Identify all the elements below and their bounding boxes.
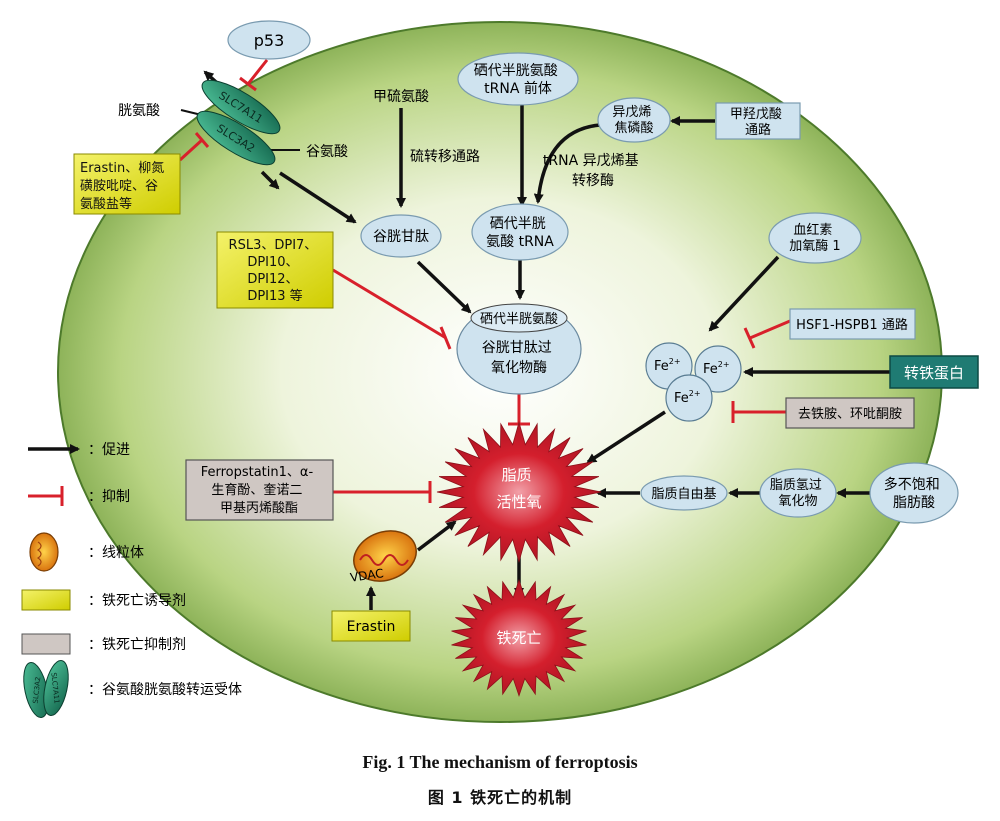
ferrostatin-inhibitor-box <box>185 459 334 521</box>
ho1-node <box>768 212 862 264</box>
gpx4-sec-label: 硒代半胱氨酸 <box>480 312 558 327</box>
legend-transporter-icon: SLC3A2 SLC7A11 <box>23 660 69 718</box>
arrow-mito-ros <box>416 520 457 552</box>
legend-inhibitor-label: ：铁死亡抑制剂 <box>88 637 186 653</box>
arrow-ho1-fe <box>708 255 780 332</box>
mevalonate-box <box>715 102 801 140</box>
inhibit-p53-transporter <box>246 59 269 85</box>
legend-inducer-swatch <box>21 589 71 611</box>
sec-trna-precursor-text: 硒代半胱氨酸 tRNA 前体 <box>474 63 562 97</box>
inhibit-hsf1-fe <box>749 319 791 340</box>
glutamate-label: 谷氨酸 <box>306 144 348 160</box>
mitochondrion <box>353 530 417 582</box>
lipid-peroxide-text: 脂质氢过 氧化物 <box>770 478 826 509</box>
transferrin-box <box>889 355 979 389</box>
trna-transferase-text: tRNA 异戊烯基 转移酶 <box>543 152 643 189</box>
transferrin-label: 转铁蛋白 <box>904 364 964 382</box>
gsh-label: 谷胱甘肽 <box>373 229 429 245</box>
hsf1-box <box>789 308 916 340</box>
lipid-ros-star <box>436 420 602 564</box>
legend-inhibitor-swatch <box>21 633 71 655</box>
pufa-text: 多不饱和 脂肪酸 <box>884 476 944 511</box>
vdac-label: VDAC <box>349 566 384 585</box>
erastin-bottom-inducer-box <box>331 610 411 642</box>
fe-ion-2: Fe2+ <box>703 360 730 377</box>
erastin-bottom-label: Erastin <box>347 619 396 635</box>
hsf1-label: HSF1-HSPB1 通路 <box>796 317 908 333</box>
cystine-label: 胱氨酸 <box>118 103 160 119</box>
legend-inducer-label: ：铁死亡诱导剂 <box>88 593 186 609</box>
svg-text:SLC3A2: SLC3A2 <box>32 676 43 704</box>
inhibit-rsl3-gpx4 <box>332 268 447 340</box>
caption-chinese: 图 1 铁死亡的机制 <box>427 788 573 807</box>
lipid-peroxide-node <box>759 468 837 518</box>
transsulfuration-label: 硫转移通路 <box>410 149 480 165</box>
dfo-label: 去铁胺、环吡酮胺 <box>798 407 902 422</box>
pufa-node <box>869 462 959 524</box>
legend: ：促进 ：抑制 ：线粒体 ：铁死亡诱导剂 ：铁死亡抑制剂 SLC3A2 SLC7… <box>21 442 242 718</box>
gpx4-text: 谷胱甘肽过 氧化物酶 <box>482 340 556 376</box>
sec-trna-text: 硒代半胱 氨酸 tRNA <box>486 216 554 250</box>
mevalonate-text: 甲羟戊酸 通路 <box>730 107 786 138</box>
ipp-text: 异戊烯 焦磷酸 <box>612 105 655 136</box>
p53-node <box>227 20 311 60</box>
caption-english: Fig. 1 The mechanism of ferroptosis <box>362 752 638 772</box>
legend-mito-label: ：线粒体 <box>88 545 144 561</box>
p53-label: p53 <box>254 31 285 50</box>
methionine-label: 甲硫氨酸 <box>373 89 429 105</box>
arrow-transporter-gsh <box>279 171 357 224</box>
arrow-gsh-gpx4 <box>416 260 472 314</box>
ferroptosis-label: 铁死亡 <box>496 629 541 647</box>
gsh-node <box>360 214 442 258</box>
ipp-node <box>597 97 671 143</box>
dfo-inhibitor-box <box>785 397 915 429</box>
legend-mito-icon <box>29 532 59 572</box>
ferrostatin-inhibitor-text: Ferropstatin1、α- 生育酚、奎诺二 甲基丙烯酸酯 <box>201 465 318 516</box>
erastin-inducer-text: Erastin、柳氮 磺胺吡啶、谷 氨酸盐等 <box>80 161 168 212</box>
erastin-inducer-box <box>73 153 181 215</box>
sec-sub-node <box>470 303 568 333</box>
arrow-ipp-sectrna <box>533 123 601 204</box>
lipid-radical-label: 脂质自由基 <box>651 487 716 502</box>
fe-ion-3: Fe2+ <box>674 389 701 406</box>
ferroptosis-star <box>451 578 587 698</box>
iron-cluster: Fe2+ Fe2+ Fe2+ <box>645 342 742 422</box>
ho1-text: 血红素 加氧酶 1 <box>789 222 840 254</box>
lipid-radical-node <box>640 475 728 511</box>
legend-transporter-label: ：谷氨酸胱氨酸转运受体 <box>88 682 242 698</box>
arrow-fe-ros <box>586 410 666 464</box>
legend-inhibit-label: ：抑制 <box>88 489 130 505</box>
rsl3-inducer-box <box>216 231 334 309</box>
legend-promote-label: ：促进 <box>88 442 130 458</box>
arrow-transporter-in <box>260 170 280 190</box>
fe-ion-1: Fe2+ <box>654 357 681 374</box>
svg-text:SLC7A11: SLC7A11 <box>49 672 60 704</box>
rsl3-inducer-text: RSL3、DPI7、 DPI10、 DPI12、 DPI13 等 <box>229 238 322 304</box>
sec-trna-precursor-node <box>457 52 579 106</box>
inhibit-erastin-transporter <box>178 138 204 162</box>
lipid-ros-text: 脂质 活性氧 <box>496 466 541 511</box>
sec-trna-node <box>471 203 569 261</box>
